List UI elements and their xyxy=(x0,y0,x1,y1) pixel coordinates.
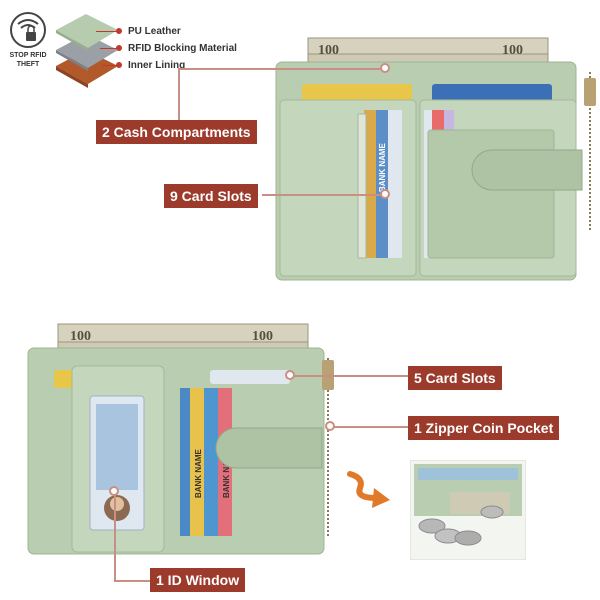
badge-line1: STOP RFID xyxy=(9,52,47,59)
layer-dot-3 xyxy=(116,62,122,68)
bill-text-1: 100 xyxy=(318,43,339,58)
callout-5-card-slots: 5 Card Slots xyxy=(408,366,502,390)
leader-id-dot xyxy=(109,486,119,496)
callout-9-card-slots: 9 Card Slots xyxy=(164,184,258,208)
coin-4 xyxy=(480,505,504,519)
leader-cash-horizontal xyxy=(178,68,384,70)
callout-id-window: 1 ID Window xyxy=(150,568,246,592)
wallet-closed-bottom: 100 100 100 100 BANK NAME BANK NAME xyxy=(27,323,334,555)
bill-text-6: 100 xyxy=(252,329,273,344)
callout-cash-compartments: 2 Cash Compartments xyxy=(96,120,257,144)
coin-pocket-inset xyxy=(410,460,526,560)
bank-name-text-3: BANK NAME xyxy=(194,448,203,498)
layer-leader-2 xyxy=(100,48,118,49)
layer-leader-1 xyxy=(96,31,118,32)
layer-leader-3 xyxy=(102,65,118,66)
leader-zipper xyxy=(330,426,408,428)
layer-label-lining: Inner Lining xyxy=(128,60,186,71)
bill-text-2: 100 xyxy=(502,43,523,58)
layer-dot-2 xyxy=(116,45,122,51)
coin-3 xyxy=(454,530,482,546)
badge-line2: THEFT xyxy=(16,61,40,68)
material-layers-illustration xyxy=(56,14,118,88)
leader-card5 xyxy=(290,375,408,377)
bank-name-text-1: BANK NAME xyxy=(378,142,387,192)
bank-name-text-4: BANK NAME xyxy=(222,448,231,498)
leader-card5-dot xyxy=(285,370,295,380)
layer-dot-1 xyxy=(116,28,122,34)
leader-id-vertical xyxy=(114,492,116,582)
leader-cash-dot xyxy=(380,63,390,73)
coin-1 xyxy=(418,518,446,534)
leader-card9-dot xyxy=(380,189,390,199)
leader-card9 xyxy=(262,194,382,196)
leader-zipper-dot xyxy=(325,421,335,431)
curved-arrow-icon xyxy=(347,471,390,508)
bill-text-5: 100 xyxy=(70,329,91,344)
leader-cash-vertical xyxy=(178,68,180,130)
rfid-badge: STOP RFID THEFT xyxy=(6,10,50,72)
rfid-lock-icon xyxy=(10,12,46,48)
leader-id-horizontal xyxy=(114,580,154,582)
layer-label-rfid: RFID Blocking Material xyxy=(128,43,237,54)
layer-label-pu: PU Leather xyxy=(128,26,181,37)
callout-zipper-coin-pocket: 1 Zipper Coin Pocket xyxy=(408,416,560,440)
